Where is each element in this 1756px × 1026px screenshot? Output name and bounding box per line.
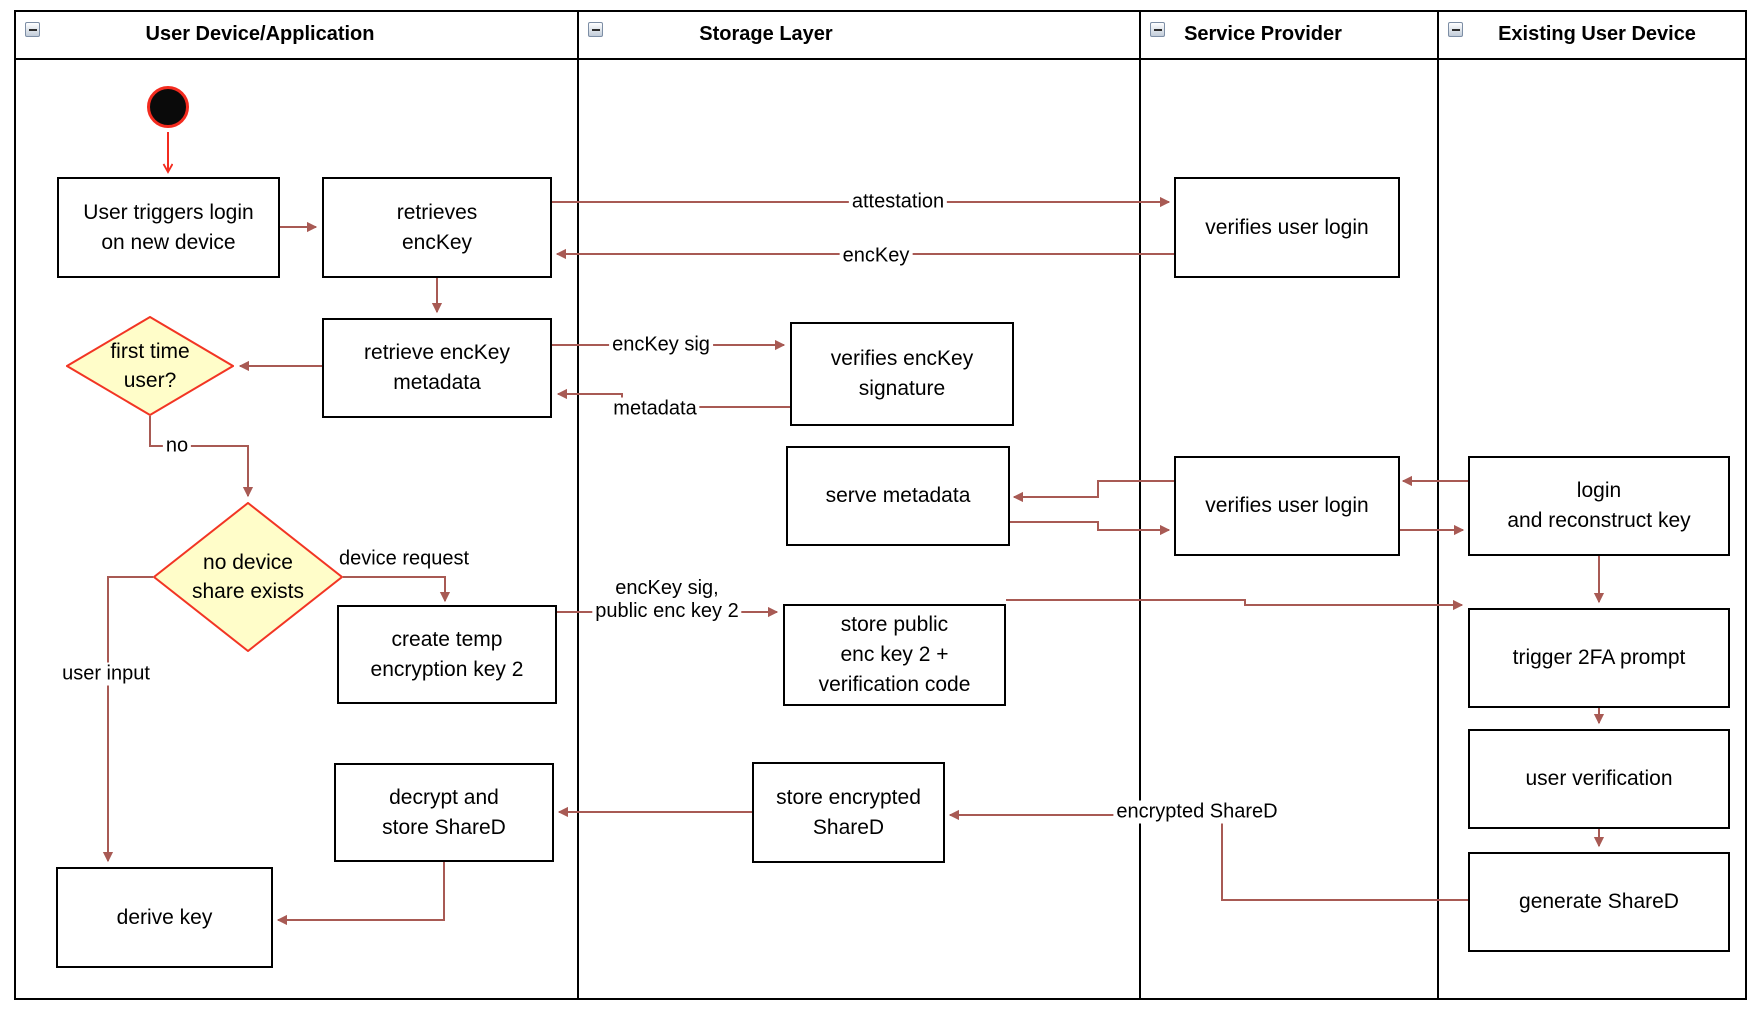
- edge-user-input: [108, 576, 153, 861]
- edge-label-user-input: user input: [59, 662, 153, 686]
- edge-no-branch: [149, 416, 248, 496]
- node-verifies-enckey-signature[interactable]: verifies encKey signature: [790, 322, 1014, 426]
- diagram-frame: [14, 10, 1747, 1000]
- node-store-encrypted-shared[interactable]: store encrypted ShareD: [752, 762, 945, 863]
- node-create-temp-encryption-key[interactable]: create temp encryption key 2: [337, 605, 557, 704]
- node-decrypt-and-store-shared[interactable]: decrypt and store ShareD: [334, 763, 554, 862]
- edge-verifies-mid-to-serve: [1014, 480, 1174, 497]
- lane-header-divider: [14, 58, 1747, 60]
- node-derive-key[interactable]: derive key: [56, 867, 273, 968]
- node-retrieve-enckey-metadata[interactable]: retrieve encKey metadata: [322, 318, 552, 418]
- lane-divider: [1437, 10, 1439, 1000]
- node-user-triggers-login[interactable]: User triggers login on new device: [57, 177, 280, 278]
- lane-header-user-device-application[interactable]: User Device/Application: [60, 10, 460, 58]
- edge-label-encrypted-shared: encrypted ShareD: [1113, 800, 1281, 824]
- lane-title-label: User Device/Application: [145, 22, 375, 45]
- node-verifies-user-login-top[interactable]: verifies user login: [1174, 177, 1400, 278]
- edge-store-public-to-2fa: [1006, 599, 1462, 605]
- edge-device-request: [343, 576, 445, 601]
- lane-header-service-provider[interactable]: Service Provider: [1063, 10, 1463, 58]
- edge-label-attestation: attestation: [848, 190, 948, 214]
- node-trigger-2fa-prompt[interactable]: trigger 2FA prompt: [1468, 608, 1730, 708]
- lane-title-label: Service Provider: [1184, 22, 1342, 45]
- lane-title-label: Existing User Device: [1498, 22, 1696, 45]
- node-generate-shared[interactable]: generate ShareD: [1468, 852, 1730, 952]
- edge-label-enckey-sig: encKey sig: [609, 333, 713, 357]
- node-store-public-enc-key[interactable]: store public enc key 2 + verification co…: [783, 604, 1006, 706]
- decision-label: first time user?: [110, 340, 190, 392]
- lane-header-existing-user-device[interactable]: Existing User Device: [1397, 10, 1756, 58]
- diamond-shape: [66, 316, 234, 416]
- node-login-and-reconstruct-key[interactable]: login and reconstruct key: [1468, 456, 1730, 556]
- lane-divider: [1139, 10, 1141, 1000]
- start-node[interactable]: [147, 86, 189, 128]
- minus-glyph: [591, 28, 600, 31]
- lane-title-label: Storage Layer: [699, 22, 833, 45]
- collapse-minus-icon[interactable]: [25, 22, 40, 37]
- decision-no-device-share-exists[interactable]: no device share exists: [153, 502, 343, 652]
- edge-label-metadata-return: metadata: [610, 397, 700, 421]
- decision-label: no device share exists: [191, 551, 305, 603]
- node-serve-metadata[interactable]: serve metadata: [786, 446, 1010, 546]
- collapse-minus-icon[interactable]: [1150, 22, 1165, 37]
- collapse-minus-icon[interactable]: [588, 22, 603, 37]
- node-user-verification[interactable]: user verification: [1468, 729, 1730, 829]
- edge-label-enckey-return: encKey: [839, 244, 913, 268]
- minus-glyph: [1451, 28, 1460, 31]
- edge-decrypt-to-derive-key: [278, 862, 445, 920]
- edge-label-enckey-sig-public-key-2: encKey sig, public enc key 2: [592, 577, 742, 623]
- collapse-minus-icon[interactable]: [1448, 22, 1463, 37]
- edge-label-no-branch: no: [162, 434, 192, 458]
- decision-first-time-user[interactable]: first time user?: [66, 316, 234, 416]
- lane-header-storage-layer[interactable]: Storage Layer: [566, 10, 966, 58]
- edge-label-device-request: device request: [335, 547, 473, 571]
- minus-glyph: [28, 28, 37, 31]
- lane-divider: [577, 10, 579, 1000]
- node-retrieves-enckey[interactable]: retrieves encKey: [322, 177, 552, 278]
- node-verifies-user-login-mid[interactable]: verifies user login: [1174, 456, 1400, 556]
- edge-encrypted-shared: [950, 815, 1468, 901]
- minus-glyph: [1153, 28, 1162, 31]
- diamond-shape: [153, 502, 343, 652]
- edge-serve-to-verifies-mid: [1010, 521, 1169, 530]
